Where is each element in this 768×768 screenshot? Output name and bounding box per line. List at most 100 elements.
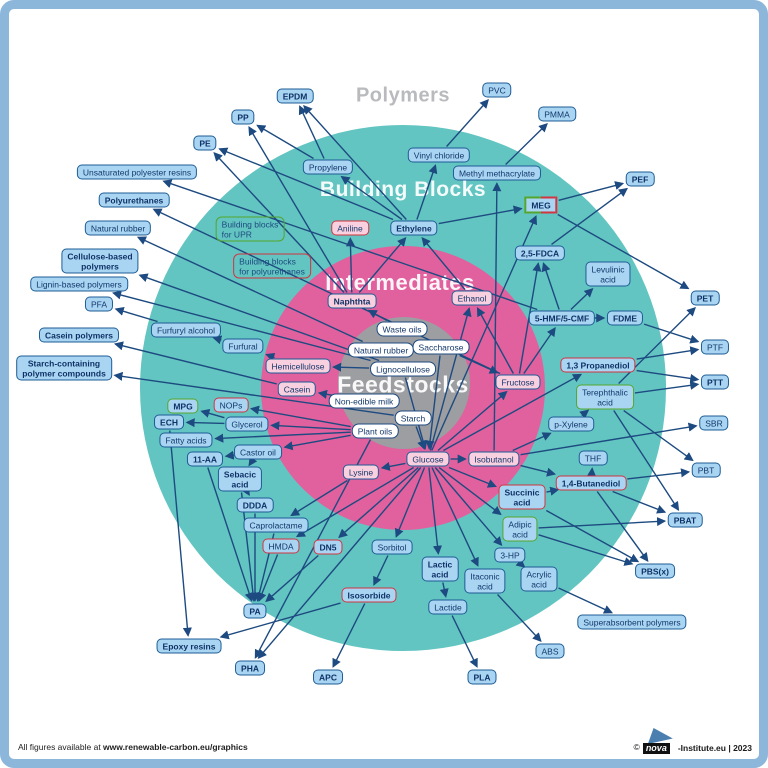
edge-glucose-to-meg [431, 215, 537, 451]
edge-glucose-to-pha [257, 467, 422, 660]
edge-lignocellulose-to-cellulose-polymers [138, 273, 380, 362]
edge-threehp-to-acrylic [515, 558, 526, 568]
edge-ethylene-to-pe [218, 147, 394, 221]
logo-suffix: -Institute.eu | 2023 [677, 743, 752, 753]
edge-tpa-to-pbt [623, 409, 694, 462]
edge-tpa-to-pet [618, 306, 696, 384]
edge-tpa-to-ptt [634, 380, 700, 394]
edge-isobutanol-to-sbr [520, 422, 698, 456]
edge-furfural-to-furfuryl [212, 335, 223, 345]
edge-saccharose-to-glucose [425, 355, 441, 450]
edge-isosorbide-to-epoxy [219, 602, 341, 640]
edge-hmf-to-levulinic [570, 287, 594, 310]
edge-castor-to-sebacic [248, 456, 258, 467]
edge-ethanol-to-ethylene [421, 236, 466, 290]
nova-sail-icon [647, 728, 673, 744]
edge-glucose-to-dn5 [338, 466, 419, 539]
edge-sebacic-to-pa [240, 492, 258, 602]
nova-logo-mark: nova [642, 728, 677, 754]
edge-ethylene-to-meg [438, 205, 523, 225]
edge-succinic-to-bdo [546, 486, 560, 496]
edge-isobutanol-to-pxylene [512, 432, 552, 452]
title-polymers: Polymers [355, 84, 451, 107]
edge-glucose-to-hmda [295, 466, 414, 538]
footer-prefix: All figures available at [18, 742, 104, 752]
footer-url: www.renewable-carbon.eu/graphics [103, 742, 248, 752]
edge-pdo-to-ptf [636, 346, 700, 360]
edge-tpa-to-pbat [613, 410, 680, 511]
edge-pdo-to-ptt [636, 369, 700, 383]
edge-caprolactame-to-pa [254, 533, 275, 602]
edge-plant-oils-to-nops [249, 405, 351, 428]
edge-hemicellulose-to-furfural [265, 352, 276, 362]
edge-aa11-to-pa [207, 467, 254, 602]
edge-plant-oils-to-castor [283, 434, 351, 451]
edge-fructose-to-hmf [523, 327, 556, 374]
edge-meg-to-pef [558, 181, 625, 202]
footer-note: All figures available at www.renewable-c… [18, 742, 248, 752]
edge-hmda-to-pa [257, 554, 279, 602]
edge-bdo-to-pbsx [596, 491, 649, 562]
edge-glucose-to-sorbitol [394, 467, 426, 538]
edge-vinyl-chloride-to-pvc [446, 98, 489, 147]
edge-succinic-to-pbsx [545, 509, 640, 563]
edge-methyl-methacrylate-to-pmma [505, 122, 548, 165]
edge-glucose-to-lactic [428, 467, 442, 555]
edge-meg-to-pet [557, 213, 690, 290]
edge-acrylic-to-superabsorbent [558, 587, 614, 614]
edge-natural-rubber-fs-to-natural-rubber [136, 236, 363, 343]
nova-institute-logo: © nova -Institute.eu | 2023 [634, 728, 752, 754]
edge-glucose-to-itaconic [431, 467, 479, 567]
edge-glucose-to-succinic [448, 466, 497, 488]
title-building-blocks: Building Blocks [319, 178, 487, 201]
edge-adipic-to-pbsx [538, 534, 634, 566]
edge-lactic-to-lactide [439, 582, 449, 598]
edge-adipic-to-pbat [538, 516, 667, 529]
edge-hmf-to-fdca [541, 262, 560, 310]
edge-naphthta-to-ethylene [358, 236, 407, 293]
edge-lactide-to-pla [451, 615, 478, 668]
edge-glucose-to-threehp [434, 467, 503, 547]
edge-lignocellulose-to-lignin-polymers [112, 290, 371, 362]
edge-ech-to-epoxy [169, 430, 192, 637]
edge-lignocellulose-to-hemicellulose [332, 362, 370, 372]
edge-propylene-to-epdm [298, 105, 325, 159]
edge-fructose-to-fdca [518, 262, 542, 374]
edge-hmf-to-upr [162, 179, 538, 311]
edge-fdca-to-pef [551, 187, 628, 246]
edge-isobutanol-to-bdo [520, 464, 556, 477]
edge-isosorbide-to-apc [332, 603, 366, 668]
edge-furfuryl-to-pfa [114, 306, 158, 323]
nova-wordmark: nova [642, 743, 670, 754]
edge-naphthta-to-pe [213, 151, 345, 293]
edge-naphthta-to-pp [248, 126, 348, 293]
edge-glycerol-to-ech [185, 418, 225, 428]
edge-ethylene-to-propylene [340, 175, 403, 221]
edge-glucose-to-lysine [380, 461, 406, 471]
edge-starch-to-starch-polymers [113, 371, 394, 416]
edge-fdme-to-ptf [643, 323, 700, 344]
edge-sebacic-to-ddda [241, 485, 250, 496]
edge-naphthta-to-aniline [345, 237, 356, 293]
edge-glucose-to-adipic [438, 466, 502, 516]
edge-lysine-to-caprolactame [290, 479, 348, 517]
edge-pxylene-to-tpa [579, 409, 590, 419]
edge-plant-oils-to-glycerol [270, 421, 351, 431]
edge-fructose-to-ethanol [476, 307, 514, 374]
edge-propylene-to-pp [256, 124, 314, 160]
edge-glucose-to-pdo [443, 373, 583, 452]
edge-isobutanol-to-methyl-methacrylate [492, 182, 502, 451]
edge-glucose-to-fructose [437, 390, 508, 452]
edge-ethylene-to-epdm [303, 104, 407, 220]
edge-casein-to-casein-polymers [113, 341, 277, 385]
edge-glycerol-to-mpg [200, 408, 225, 419]
title-intermediates: Intermediates [325, 270, 475, 295]
edge-milk-to-casein [317, 389, 334, 399]
edge-lignocellulose-to-glucose [404, 377, 428, 450]
edge-sorbitol-to-isosorbide [373, 555, 389, 586]
edge-plant-oils-to-fatty [214, 431, 351, 443]
edge-glucose-to-ethanol [429, 307, 472, 451]
edge-castor-to-aa11 [224, 450, 235, 460]
